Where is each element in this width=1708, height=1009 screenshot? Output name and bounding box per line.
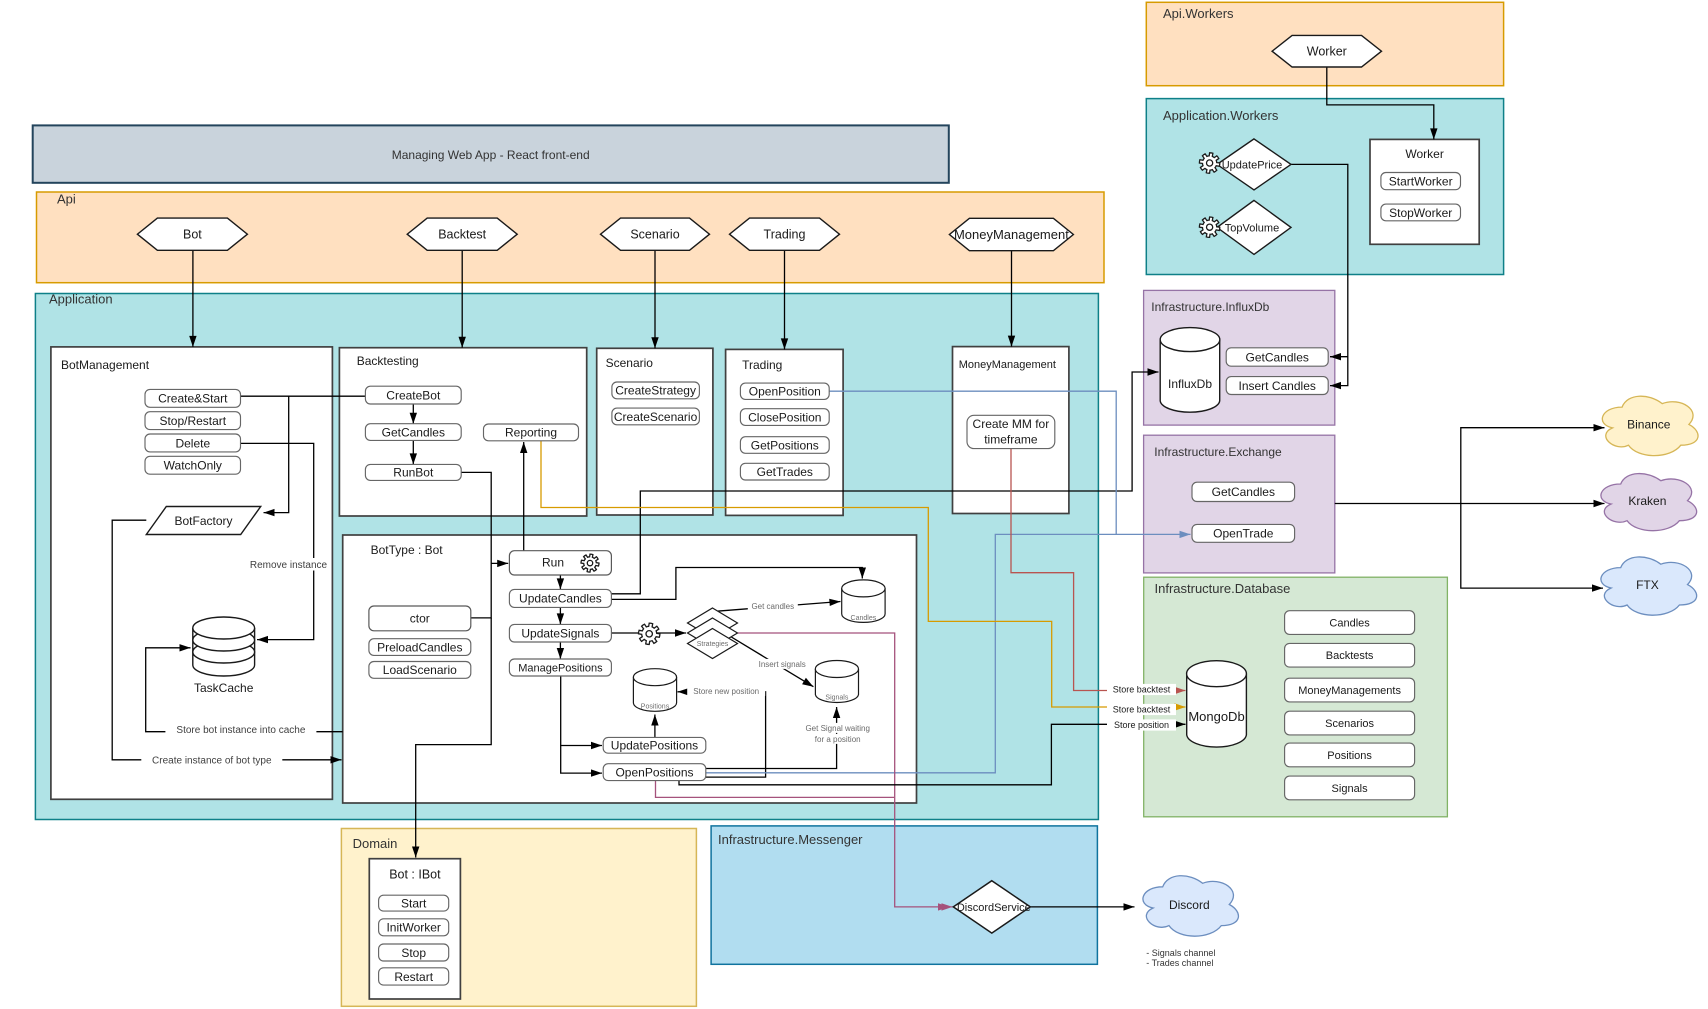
svg-text:Api: Api bbox=[57, 192, 76, 207]
svg-text:DiscordService: DiscordService bbox=[957, 902, 1031, 914]
svg-text:StartWorker: StartWorker bbox=[1389, 174, 1453, 188]
svg-text:Application.Workers: Application.Workers bbox=[1163, 108, 1279, 123]
svg-text:BotFactory: BotFactory bbox=[174, 514, 232, 528]
svg-text:UpdateCandles: UpdateCandles bbox=[519, 592, 602, 606]
svg-text:Worker: Worker bbox=[1405, 147, 1443, 161]
svg-text:Signals: Signals bbox=[1332, 783, 1369, 795]
svg-text:Start: Start bbox=[401, 897, 427, 911]
svg-text:Store position: Store position bbox=[1114, 720, 1169, 730]
svg-text:Stop/Restart: Stop/Restart bbox=[159, 414, 226, 428]
svg-text:GetCandles: GetCandles bbox=[1246, 350, 1309, 364]
svg-text:TopVolume: TopVolume bbox=[1225, 222, 1279, 234]
svg-text:CreateScenario: CreateScenario bbox=[614, 410, 698, 424]
svg-text:UpdatePrice: UpdatePrice bbox=[1222, 159, 1283, 171]
svg-text:Get candles: Get candles bbox=[751, 602, 794, 611]
svg-text:Delete: Delete bbox=[175, 436, 210, 450]
svg-text:Worker: Worker bbox=[1307, 45, 1347, 59]
svg-text:UpdateSignals: UpdateSignals bbox=[521, 627, 599, 641]
svg-text:Backtests: Backtests bbox=[1326, 650, 1374, 662]
svg-text:OpenTrade: OpenTrade bbox=[1213, 527, 1274, 541]
svg-text:TaskCache: TaskCache bbox=[194, 681, 254, 695]
svg-text:Domain: Domain bbox=[353, 836, 398, 851]
svg-text:Candles: Candles bbox=[1329, 618, 1370, 630]
svg-text:GetCandles: GetCandles bbox=[382, 425, 445, 439]
svg-text:Candles: Candles bbox=[851, 615, 877, 622]
svg-text:Application: Application bbox=[49, 292, 113, 307]
svg-text:Reporting: Reporting bbox=[505, 426, 557, 440]
svg-text:StopWorker: StopWorker bbox=[1389, 206, 1452, 220]
svg-text:MongoDb: MongoDb bbox=[1188, 709, 1244, 724]
svg-text:BotType : Bot: BotType : Bot bbox=[371, 543, 444, 557]
svg-text:Run: Run bbox=[542, 556, 564, 570]
svg-text:MoneyManagement: MoneyManagement bbox=[954, 227, 1069, 242]
svg-text:Create MM for: Create MM for bbox=[973, 417, 1050, 431]
svg-text:Positions: Positions bbox=[1327, 750, 1372, 762]
svg-text:Signals: Signals bbox=[825, 695, 848, 702]
svg-text:InfluxDb: InfluxDb bbox=[1168, 377, 1212, 391]
svg-text:Strategies: Strategies bbox=[697, 641, 729, 648]
svg-text:Managing Web App - React front: Managing Web App - React front-end bbox=[392, 148, 590, 162]
svg-text:timeframe: timeframe bbox=[984, 432, 1038, 446]
svg-text:RunBot: RunBot bbox=[393, 466, 434, 480]
svg-text:Infrastructure.Messenger: Infrastructure.Messenger bbox=[718, 832, 863, 847]
svg-text:CreateBot: CreateBot bbox=[386, 388, 441, 402]
svg-text:Api.Workers: Api.Workers bbox=[1163, 6, 1234, 21]
svg-text:Restart: Restart bbox=[394, 970, 433, 984]
svg-text:ManagePositions: ManagePositions bbox=[518, 663, 603, 675]
svg-text:Bot: Bot bbox=[183, 228, 202, 242]
svg-text:Scenarios: Scenarios bbox=[1325, 718, 1374, 730]
svg-text:Stop: Stop bbox=[401, 946, 426, 960]
svg-text:Get Signal waiting: Get Signal waiting bbox=[805, 724, 869, 733]
svg-text:PreloadCandles: PreloadCandles bbox=[377, 640, 462, 654]
svg-text:Trading: Trading bbox=[764, 228, 806, 242]
svg-text:- Trades channel: - Trades channel bbox=[1146, 958, 1213, 968]
svg-text:GetPositions: GetPositions bbox=[751, 438, 819, 452]
svg-text:Store backtest: Store backtest bbox=[1113, 685, 1171, 695]
svg-text:Backtest: Backtest bbox=[438, 228, 486, 242]
svg-text:ClosePosition: ClosePosition bbox=[748, 410, 821, 424]
svg-text:Bot : IBot: Bot : IBot bbox=[389, 867, 441, 881]
svg-text:Trading: Trading bbox=[742, 358, 782, 372]
svg-text:Create&Start: Create&Start bbox=[158, 392, 228, 406]
svg-text:LoadScenario: LoadScenario bbox=[383, 663, 457, 677]
svg-text:Scenario: Scenario bbox=[630, 228, 679, 242]
svg-text:GetTrades: GetTrades bbox=[757, 465, 813, 479]
svg-text:CreateStrategy: CreateStrategy bbox=[615, 384, 696, 398]
svg-text:OpenPositions: OpenPositions bbox=[615, 766, 693, 780]
svg-text:GetCandles: GetCandles bbox=[1212, 485, 1275, 499]
svg-text:Infrastructure.Database: Infrastructure.Database bbox=[1155, 581, 1291, 596]
svg-text:OpenPosition: OpenPosition bbox=[749, 385, 821, 399]
svg-text:Discord: Discord bbox=[1169, 898, 1210, 912]
svg-text:Insert Candles: Insert Candles bbox=[1239, 379, 1316, 393]
svg-text:Insert signals: Insert signals bbox=[759, 660, 806, 669]
svg-text:Backtesting: Backtesting bbox=[357, 354, 419, 368]
svg-text:Scenario: Scenario bbox=[606, 356, 654, 370]
svg-text:Kraken: Kraken bbox=[1628, 494, 1666, 508]
svg-text:Create instance of bot type: Create instance of bot type bbox=[152, 756, 272, 767]
svg-text:MoneyManagement: MoneyManagement bbox=[959, 359, 1056, 371]
svg-text:Store backtest: Store backtest bbox=[1113, 705, 1171, 715]
svg-text:Infrastructure.Exchange: Infrastructure.Exchange bbox=[1154, 445, 1282, 459]
svg-text:Binance: Binance bbox=[1627, 418, 1671, 432]
svg-text:WatchOnly: WatchOnly bbox=[164, 459, 222, 473]
svg-text:FTX: FTX bbox=[1636, 578, 1659, 592]
svg-text:Remove instance: Remove instance bbox=[250, 560, 328, 571]
svg-text:MoneyManagements: MoneyManagements bbox=[1298, 685, 1401, 697]
svg-text:BotManagement: BotManagement bbox=[61, 358, 150, 372]
svg-text:ctor: ctor bbox=[410, 611, 430, 625]
svg-text:- Signals channel: - Signals channel bbox=[1146, 948, 1215, 958]
svg-text:InitWorker: InitWorker bbox=[386, 921, 440, 935]
svg-text:Positions: Positions bbox=[641, 704, 670, 711]
svg-text:UpdatePositions: UpdatePositions bbox=[611, 739, 698, 753]
svg-text:Store bot instance into cache: Store bot instance into cache bbox=[176, 725, 305, 736]
svg-text:Store new position: Store new position bbox=[693, 687, 759, 696]
svg-text:for a position: for a position bbox=[815, 735, 861, 744]
svg-text:Infrastructure.InfluxDb: Infrastructure.InfluxDb bbox=[1151, 300, 1269, 314]
